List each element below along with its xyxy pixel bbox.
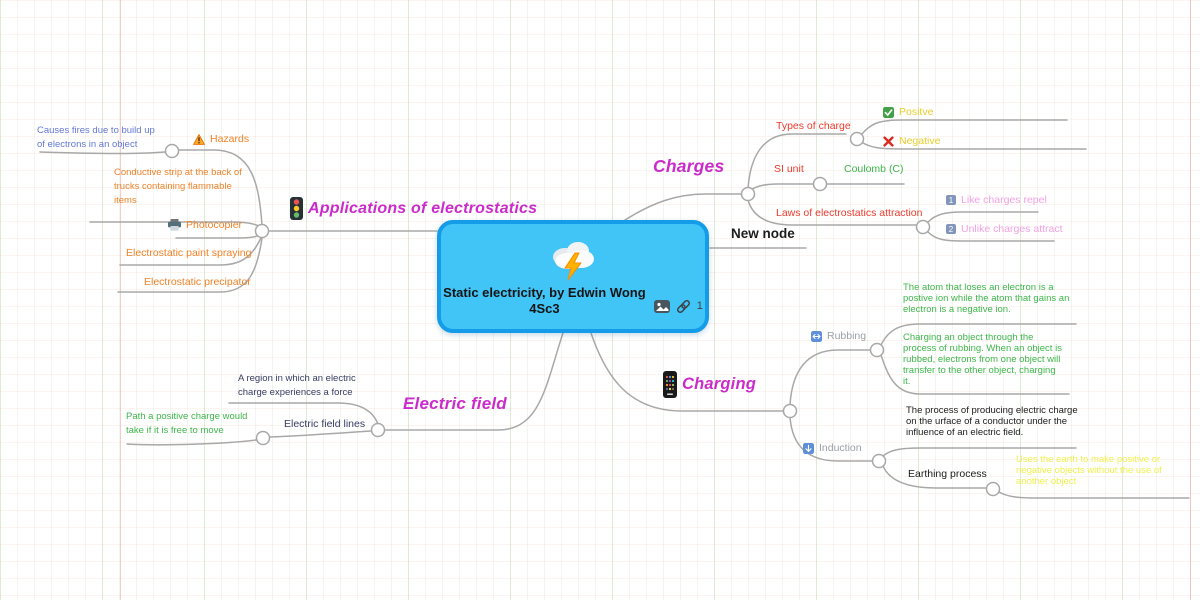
page-boundary-line <box>1190 0 1191 600</box>
node-si-unit[interactable]: SI unit <box>774 163 804 175</box>
node-label: Negative <box>899 135 941 147</box>
node-electric-field[interactable]: Electric field <box>403 394 507 413</box>
svg-text:1: 1 <box>949 196 954 205</box>
node-positive[interactable]: Positve <box>883 106 933 118</box>
node-label: Photocopier <box>186 219 243 231</box>
node-types-of-charge[interactable]: Types of charge <box>776 120 851 132</box>
node-causes-fires[interactable]: Causes fires due to build up of electron… <box>37 125 155 150</box>
node-coulomb[interactable]: Coulomb (C) <box>844 163 904 175</box>
root-node[interactable]: Static electricity, by Edwin Wong 4Sc3 1 <box>437 220 709 333</box>
node-photocopier[interactable]: Photocopier <box>168 219 242 231</box>
node-paint-spraying[interactable]: Electrostatic paint spraying <box>126 247 252 259</box>
svg-text:2: 2 <box>949 225 954 234</box>
node-unlike-attract[interactable]: 2 Unlike charges attract <box>946 223 1063 235</box>
node-new-node[interactable]: New node <box>731 226 795 241</box>
branch-collapse-handles[interactable] <box>164 131 1001 497</box>
storm-cloud-lightning-icon <box>553 241 594 280</box>
node-label: Like charges repel <box>961 194 1047 206</box>
node-earthing-desc[interactable]: Uses the earth to make positive or negat… <box>1016 454 1162 487</box>
cross-mark-icon <box>883 135 894 147</box>
node-rubbing-desc[interactable]: Charging an object through the process o… <box>903 332 1062 387</box>
node-hazards[interactable]: Hazards <box>193 133 249 145</box>
root-title: Static electricity, by Edwin Wong 4Sc3 <box>443 284 646 316</box>
node-label: Rubbing <box>827 330 867 342</box>
mobile-phone-icon <box>663 371 677 398</box>
node-induction-desc[interactable]: The process of producing electric charge… <box>906 405 1078 438</box>
node-label: Unlike charges attract <box>961 223 1063 235</box>
node-like-repel[interactable]: 1 Like charges repel <box>946 194 1047 206</box>
link-count: 1 <box>696 300 703 312</box>
link-icon[interactable] <box>676 299 691 314</box>
node-applications[interactable]: Applications of electrostatics <box>290 197 537 220</box>
image-attachment-icon[interactable] <box>653 299 670 313</box>
node-atom-ion[interactable]: The atom that loses an electron is a pos… <box>903 282 1070 315</box>
node-label: Charging <box>682 375 757 393</box>
node-region[interactable]: A region in which an electric charge exp… <box>238 373 356 398</box>
keycap-2-icon: 2 <box>946 224 956 234</box>
node-path-positive[interactable]: Path a positive charge would take if it … <box>126 411 248 436</box>
node-induction[interactable]: Induction <box>803 442 862 454</box>
node-label: Induction <box>819 442 862 454</box>
printer-icon <box>168 219 181 231</box>
node-label: Hazards <box>210 133 250 145</box>
keycap-1-icon: 1 <box>946 195 956 205</box>
left-right-arrow-icon <box>811 330 822 342</box>
node-conductive-strip[interactable]: Conductive strip at the back of trucks c… <box>114 167 242 206</box>
node-charges[interactable]: Charges <box>653 156 725 176</box>
check-box-icon <box>883 106 894 118</box>
node-field-lines[interactable]: Electric field lines <box>284 418 366 430</box>
node-earthing[interactable]: Earthing process <box>908 468 987 480</box>
node-precipator[interactable]: Electrostatic precipator <box>144 276 251 288</box>
node-label: Positve <box>899 106 934 118</box>
node-negative[interactable]: Negative <box>883 135 940 147</box>
node-rubbing[interactable]: Rubbing <box>811 330 866 342</box>
warning-icon <box>193 133 205 145</box>
node-laws[interactable]: Laws of electrostatics attraction <box>776 207 923 219</box>
node-charging[interactable]: Charging <box>663 371 756 398</box>
traffic-light-icon <box>290 197 303 220</box>
down-arrow-icon <box>803 442 814 454</box>
page-boundary-line <box>120 0 121 600</box>
node-label: Applications of electrostatics <box>308 199 538 217</box>
